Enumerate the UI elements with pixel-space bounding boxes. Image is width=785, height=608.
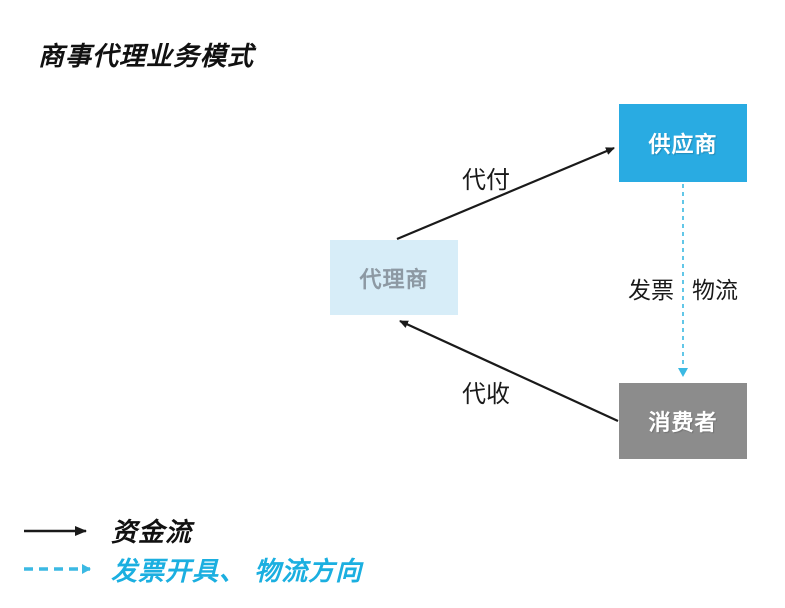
edge-logistics-label: 物流 [692, 277, 738, 303]
edge-collect-label: 代收 [462, 381, 510, 408]
node-consumer-label: 消费者 [648, 410, 718, 435]
legend-dashed-label: 发票开具、 物流方向 [111, 556, 363, 586]
node-agent: 代理商 [330, 240, 458, 315]
diagram-title: 商事代理业务模式 [38, 41, 255, 71]
node-supplier-label: 供应商 [648, 132, 718, 157]
edge-pay-label: 代付 [462, 167, 510, 194]
node-consumer: 消费者 [619, 383, 747, 459]
node-supplier: 供应商 [619, 104, 747, 182]
node-agent-label: 代理商 [359, 266, 429, 292]
legend-solid-label: 资金流 [111, 517, 193, 547]
edge-invoice-label: 发票 [628, 277, 674, 303]
